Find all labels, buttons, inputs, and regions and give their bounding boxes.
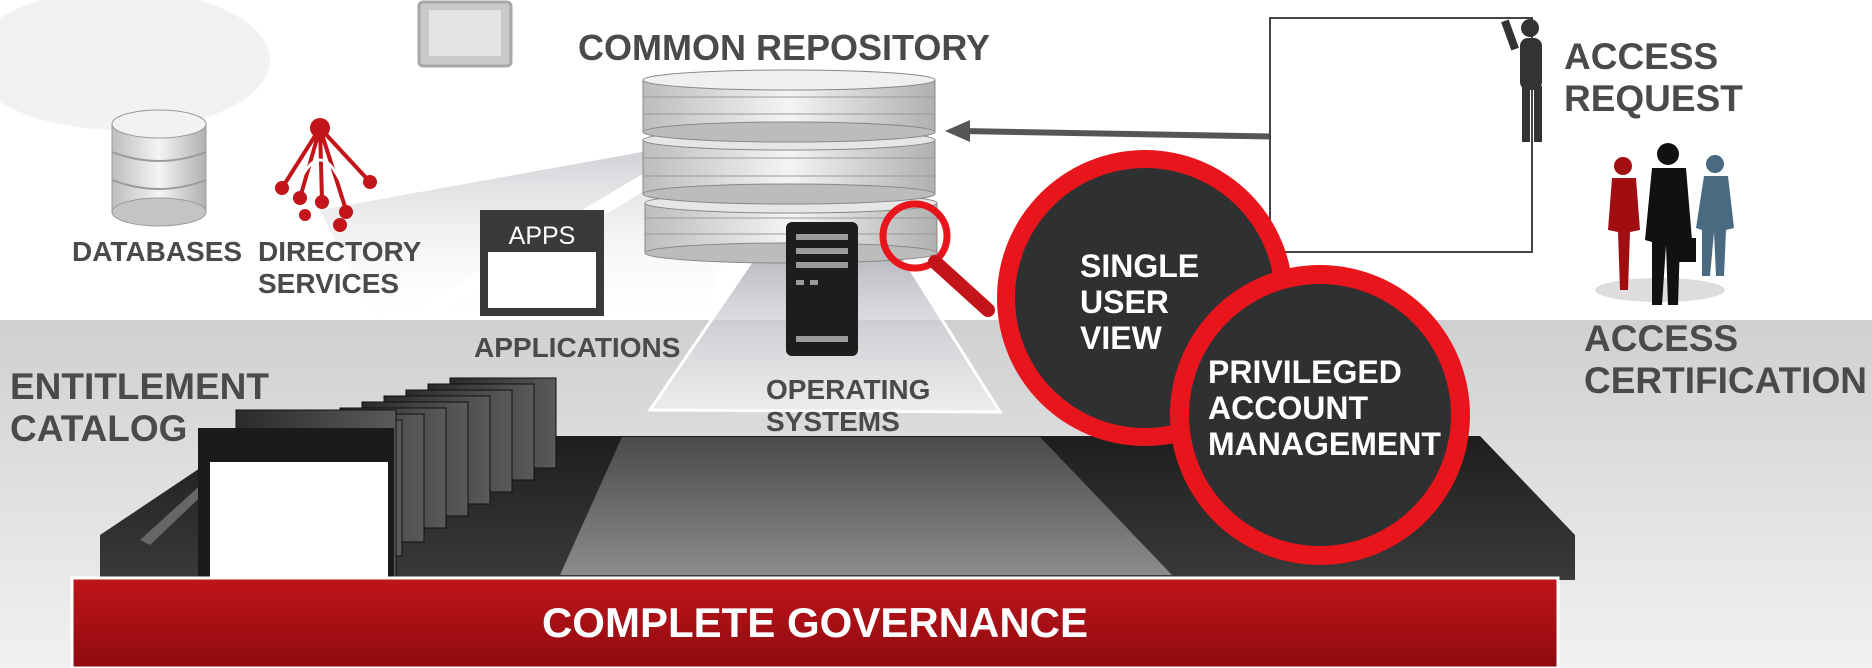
complete-governance-label: COMPLETE GOVERNANCE — [541, 599, 1089, 646]
single-user-view-line-3: VIEW — [1080, 320, 1162, 357]
double-arrow-icon — [945, 120, 1318, 148]
entitlement-catalog-label: ENTITLEMENT CATALOG — [10, 366, 269, 450]
common-repository-label: COMMON REPOSITORY — [578, 27, 991, 69]
whiteboard-frame — [1269, 17, 1533, 253]
apps-window-icon — [480, 210, 604, 316]
access-request-line-2: REQUEST — [1564, 77, 1743, 119]
applications-label: APPLICATIONS — [474, 332, 680, 364]
privileged-account-circle — [1170, 265, 1470, 565]
single-user-view-label: SINGLE USER VIEW — [1080, 248, 1199, 356]
presenter-figure-icon — [1501, 19, 1542, 142]
database-icon — [111, 109, 207, 227]
single-user-view-line-1: SINGLE — [1080, 248, 1200, 284]
entitlement-catalog-line-1: ENTITLEMENT — [10, 366, 269, 407]
pam-line-3: MANAGEMENT — [1208, 426, 1441, 463]
cloud-shape — [0, 0, 270, 130]
access-certification-label: ACCESS CERTIFICATION — [1584, 318, 1867, 402]
privileged-account-management-label: PRIVILEGED ACCOUNT MANAGEMENT — [1208, 354, 1441, 462]
entitlement-catalog-cards — [198, 377, 557, 579]
databases-label: DATABASES — [72, 236, 242, 268]
operating-systems-label: OPERATING SYSTEMS — [766, 374, 930, 437]
whiteboard-faint-text — [1277, 20, 1527, 34]
magnifier-icon — [879, 200, 995, 317]
server-tower-icon — [786, 222, 858, 356]
single-user-view-line-2: USER — [1080, 284, 1169, 321]
access-certification-line-2: CERTIFICATION — [1584, 359, 1867, 401]
applications-text: APPLICATIONS — [474, 332, 681, 363]
databases-text: DATABASES — [72, 236, 243, 267]
access-request-label: ACCESS REQUEST — [1564, 36, 1743, 120]
operating-systems-line-2: SYSTEMS — [766, 405, 900, 437]
apps-label: APPS — [508, 222, 576, 250]
access-certification-line-1: ACCESS — [1584, 318, 1739, 359]
directory-tree-icon — [275, 118, 377, 232]
directory-services-line-1: DIRECTORY — [258, 236, 422, 267]
pam-line-2: ACCOUNT — [1208, 390, 1368, 427]
directory-services-label: DIRECTORY SERVICES — [258, 236, 421, 299]
operating-systems-line-1: OPERATING — [766, 374, 931, 405]
entitlement-catalog-line-2: CATALOG — [10, 407, 188, 449]
access-request-line-1: ACCESS — [1564, 36, 1719, 77]
complete-governance-banner — [70, 576, 1560, 668]
pam-line-1: PRIVILEGED — [1208, 354, 1402, 390]
people-group-icon — [1595, 143, 1734, 305]
directory-services-line-2: SERVICES — [258, 267, 400, 299]
monitor-icon — [417, 0, 513, 68]
common-repository-text: COMMON REPOSITORY — [578, 27, 991, 68]
repository-disks — [642, 69, 938, 264]
